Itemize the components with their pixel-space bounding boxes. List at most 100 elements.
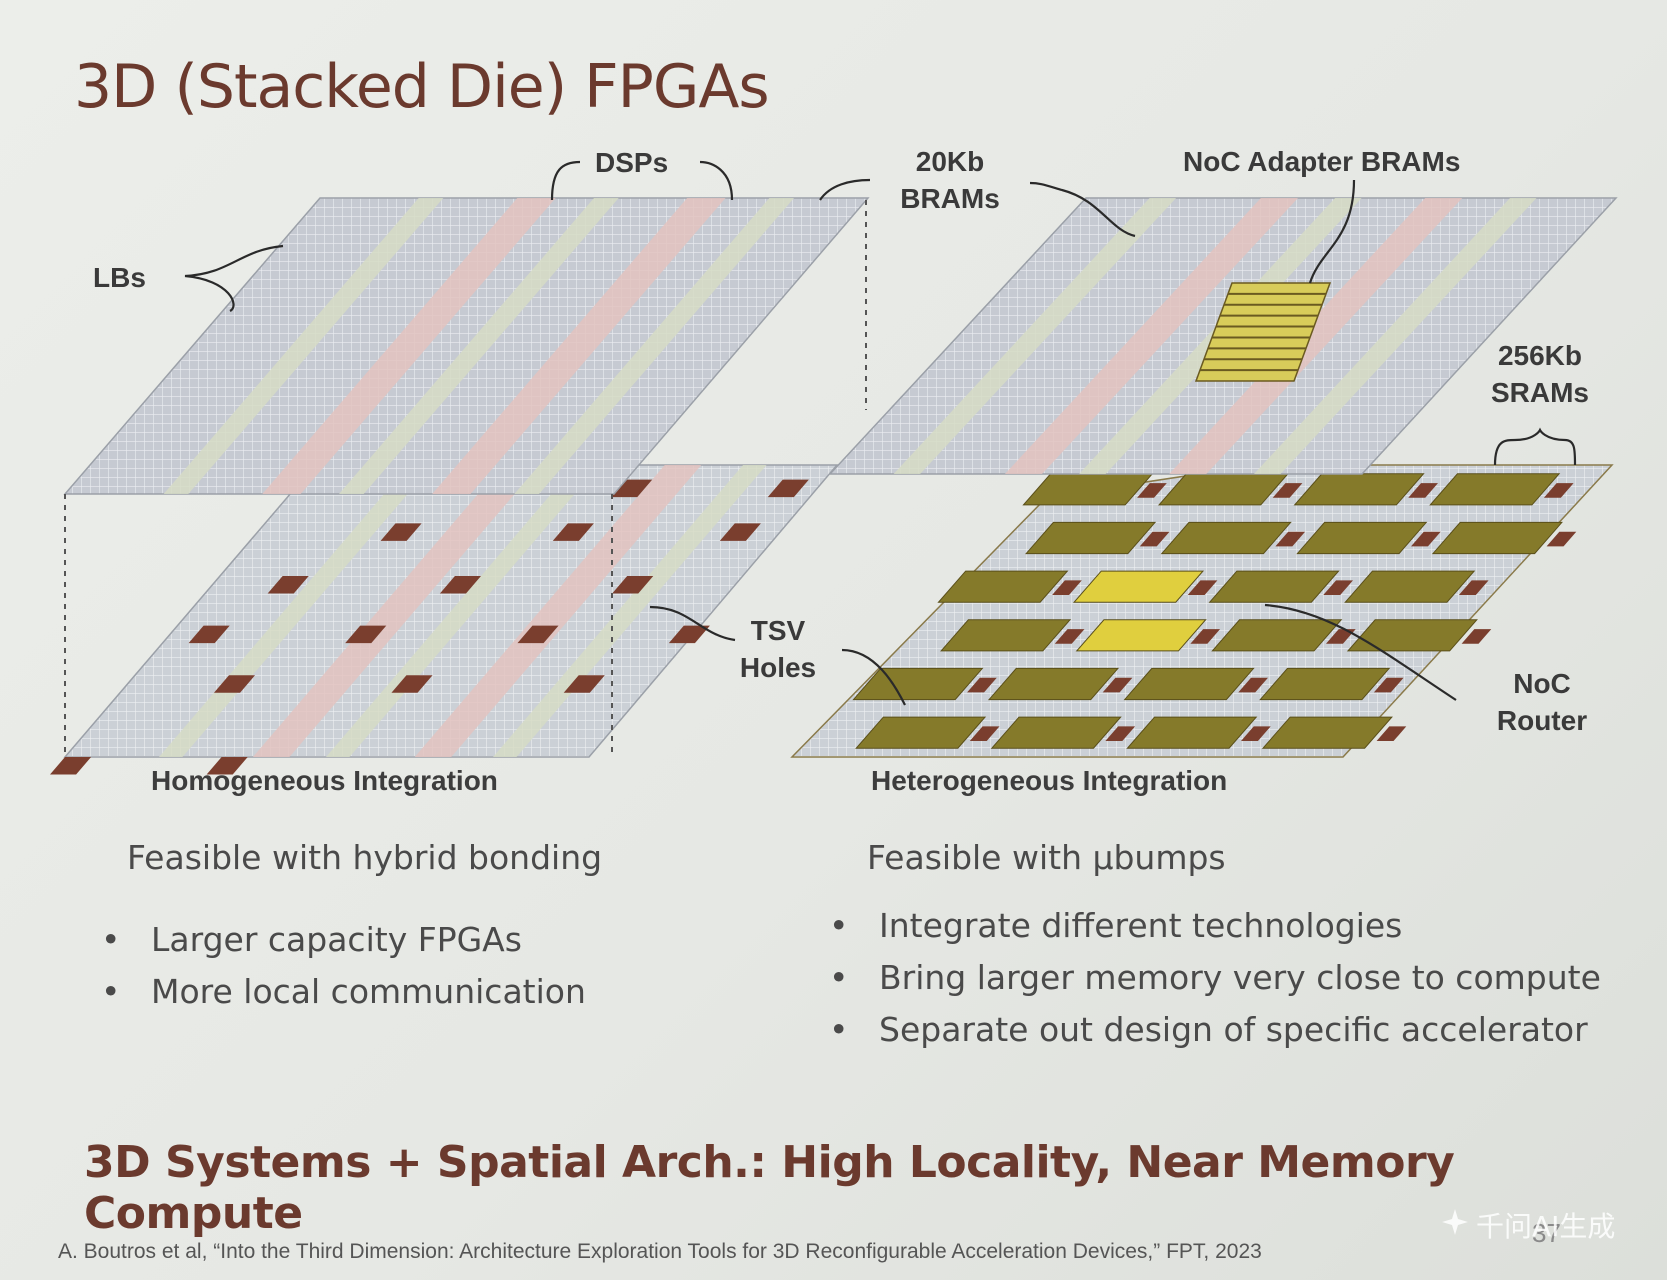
noc-router <box>1137 483 1167 498</box>
takeaway-headline: 3D Systems + Spatial Arch.: High Localit… <box>84 1137 1455 1239</box>
page-number: 37 <box>1532 1218 1561 1248</box>
noc-highlight-block <box>1072 570 1205 603</box>
tsv-hole <box>668 625 710 644</box>
dsp-column <box>1169 198 1463 474</box>
noc-router <box>1105 726 1136 742</box>
noc-router <box>1139 531 1170 547</box>
right-bullet-item: Bring larger memory very close to comput… <box>829 952 1601 1004</box>
noc-router <box>1240 726 1271 742</box>
noc-router <box>967 677 997 693</box>
caption-homogeneous: Homogeneous Integration <box>151 765 498 796</box>
noc-router <box>1408 483 1438 498</box>
sram-block <box>1123 667 1255 701</box>
sram-block <box>1429 473 1561 506</box>
tsv-hole <box>767 479 809 498</box>
sram-block <box>1025 521 1157 555</box>
noc-router <box>1461 629 1492 644</box>
noc-router <box>1373 677 1404 693</box>
label-noc-router: NoC Router <box>1482 665 1602 739</box>
dsp-column <box>252 465 540 757</box>
bram-column <box>1254 198 1537 474</box>
tsv-hole <box>391 675 433 693</box>
left-feasible: Feasible with hybrid bonding <box>127 838 603 877</box>
noc-router <box>969 726 1000 742</box>
tsv-hole <box>563 675 605 693</box>
tsv-hole <box>345 625 387 644</box>
label-256kb-srams-line2: SRAMs <box>1490 377 1589 408</box>
noc-router <box>1323 580 1353 596</box>
noc-router <box>1052 580 1082 596</box>
bram-column <box>339 198 619 494</box>
left-top-die <box>63 197 870 495</box>
tsv-hole <box>188 625 230 644</box>
tsv-hole <box>517 625 559 644</box>
watermark-text: 千问AI生成 <box>1476 1210 1616 1243</box>
noc-router <box>1187 580 1218 596</box>
bram-column <box>893 198 1177 474</box>
noc-router <box>1543 483 1574 498</box>
right-bullet-item: Integrate different technologies <box>829 900 1601 952</box>
right-feasible: Feasible with μbumps <box>867 838 1226 877</box>
caption-heterogeneous: Heterogeneous Integration <box>871 765 1228 796</box>
label-dsps: DSPs <box>595 147 669 178</box>
noc-router <box>1458 580 1489 596</box>
sram-block <box>1208 570 1340 603</box>
bram-column <box>493 465 767 757</box>
slide-title: 3D (Stacked Die) FPGAs <box>74 52 770 122</box>
sram-block <box>1296 521 1428 555</box>
dsp-column <box>414 465 702 757</box>
label-256kb-srams-line1: 256Kb <box>1497 340 1583 371</box>
noc-router <box>1190 629 1221 644</box>
sparkle-logo-icon <box>1440 1207 1470 1244</box>
label-20kb-brams-line1: 20Kb <box>915 146 985 177</box>
sram-block <box>987 667 1120 701</box>
sram-block <box>1211 619 1343 652</box>
tsv-hole <box>611 479 653 498</box>
left-bullet-item: More local communication <box>101 966 586 1018</box>
right-top-die <box>828 197 1618 475</box>
noc-router <box>1410 531 1441 547</box>
noc-router <box>1238 677 1268 693</box>
label-256kb-srams: 256Kb SRAMs <box>1480 337 1600 411</box>
label-noc-router-line2: Router <box>1496 705 1588 736</box>
sram-block <box>852 667 984 701</box>
label-tsv-holes-line1: TSV <box>750 615 806 646</box>
bram-column <box>514 198 795 494</box>
bram-column <box>326 465 600 757</box>
label-tsv-holes: TSV Holes <box>733 612 823 686</box>
sram-block <box>937 570 1069 603</box>
tsv-hole <box>50 757 92 775</box>
noc-router <box>1546 531 1577 547</box>
tsv-hole <box>439 575 481 594</box>
noc-highlight-block <box>1075 619 1207 652</box>
left-bullet-list: Larger capacity FPGAs More local communi… <box>101 914 586 1018</box>
dsp-column <box>432 198 726 494</box>
sram-block <box>990 716 1122 749</box>
left-bottom-die <box>50 464 839 775</box>
sram-block <box>1160 521 1292 555</box>
citation: A. Boutros et al, “Into the Third Dimens… <box>58 1240 1262 1263</box>
watermark: 千问AI生成 <box>1440 1205 1615 1245</box>
noc-router <box>1325 629 1356 644</box>
sram-block <box>1126 716 1258 749</box>
right-bullet-item: Separate out design of specific accelera… <box>829 1004 1601 1056</box>
noc-router <box>1102 677 1133 693</box>
sram-block <box>1431 521 1563 555</box>
dsp-column <box>1004 198 1298 474</box>
label-20kb-brams: 20Kb BRAMs <box>890 143 1010 217</box>
sram-block <box>1346 619 1478 652</box>
tsv-hole <box>552 523 594 541</box>
sram-block <box>1344 570 1476 603</box>
label-tsv-holes-line2: Holes <box>739 652 817 683</box>
noc-router <box>1275 531 1306 547</box>
dsp-column <box>262 198 556 494</box>
right-bullet-list: Integrate different technologies Bring l… <box>829 900 1601 1056</box>
sram-block <box>1259 667 1391 701</box>
leader-lines <box>184 160 1577 706</box>
tsv-hole <box>213 675 256 693</box>
tsv-hole <box>719 523 761 541</box>
label-lbs: LBs <box>93 262 146 293</box>
noc-router <box>1272 483 1303 498</box>
right-bottom-die <box>790 464 1614 758</box>
label-noc-adapter-brams: NoC Adapter BRAMs <box>1183 146 1461 177</box>
